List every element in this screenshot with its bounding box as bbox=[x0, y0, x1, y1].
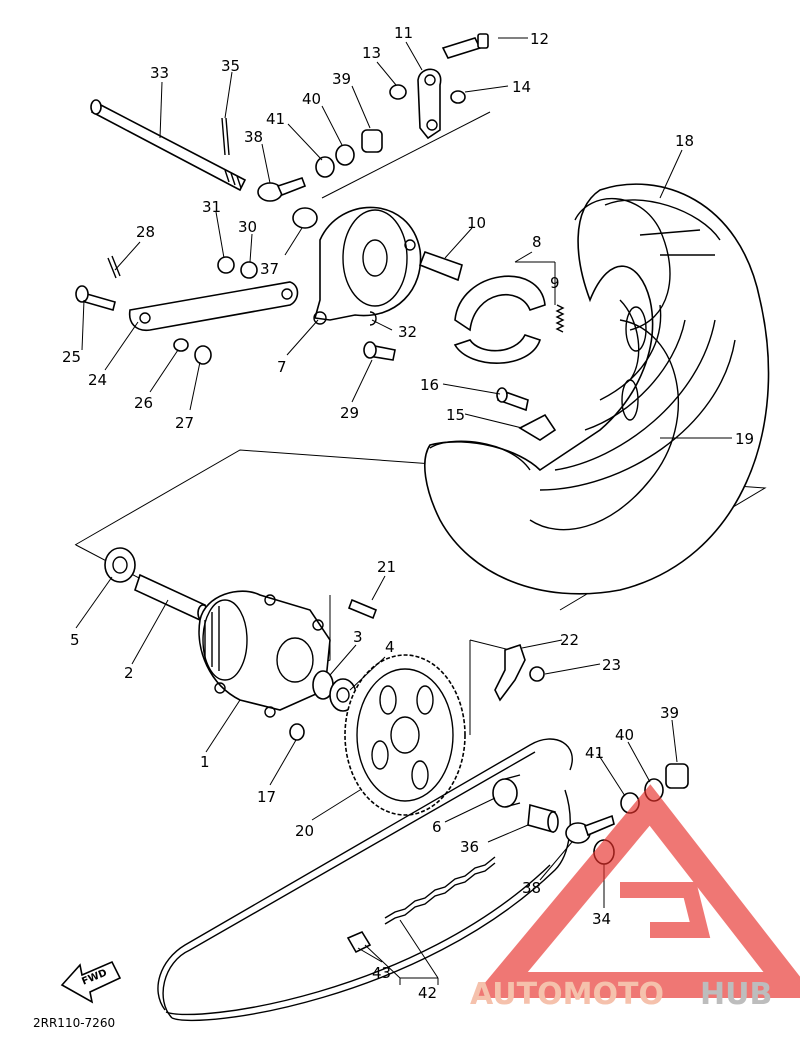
drawing-code: 2RR110-7260 bbox=[33, 1016, 115, 1030]
brake-shoes bbox=[453, 275, 546, 364]
leader-lines bbox=[75, 37, 732, 985]
part-label: 36 bbox=[460, 838, 479, 856]
part-label: 17 bbox=[257, 788, 276, 806]
nut-23 bbox=[529, 666, 545, 682]
part-label: 6 bbox=[432, 818, 442, 836]
part-label: 22 bbox=[560, 631, 579, 649]
part-label: 12 bbox=[530, 30, 549, 48]
part-label: 35 bbox=[221, 57, 240, 75]
axle-spacers-lower bbox=[565, 763, 689, 865]
part-label: 15 bbox=[446, 406, 465, 424]
part-label: 38 bbox=[522, 879, 541, 897]
part-label: 31 bbox=[202, 198, 221, 216]
watermark-logo: AUTOMOTO HUB bbox=[470, 784, 800, 1012]
part-label: 20 bbox=[295, 822, 314, 840]
small-nuts bbox=[389, 84, 466, 104]
part-label: 27 bbox=[175, 414, 194, 432]
bolt-16 bbox=[496, 387, 529, 412]
part-label: 42 bbox=[418, 984, 437, 1002]
part-label: 9 bbox=[550, 274, 560, 292]
spacer-6 bbox=[492, 774, 521, 808]
sprocket-20 bbox=[344, 654, 466, 816]
part-label: 26 bbox=[134, 394, 153, 412]
brand-name-part2: HUB bbox=[700, 977, 772, 1012]
brake-arm bbox=[417, 68, 442, 140]
part-label: 39 bbox=[660, 704, 679, 722]
part-label: 41 bbox=[266, 110, 285, 128]
part-label: 3 bbox=[353, 628, 363, 646]
part-label: 33 bbox=[150, 64, 169, 82]
triangle-logo-icon bbox=[472, 784, 800, 998]
lock-washer-22 bbox=[494, 643, 526, 702]
chain-joint-43 bbox=[346, 930, 372, 954]
part-label: 4 bbox=[385, 638, 395, 656]
nut-17 bbox=[289, 723, 305, 741]
part-label: 25 bbox=[62, 348, 81, 366]
hub-1 bbox=[198, 590, 331, 718]
part-label: 7 bbox=[277, 358, 287, 376]
part-label: 16 bbox=[420, 376, 439, 394]
part-label: 37 bbox=[260, 260, 279, 278]
part-label: 38 bbox=[244, 128, 263, 146]
part-label: 18 bbox=[675, 132, 694, 150]
part-label: 1 bbox=[200, 753, 210, 771]
camshaft bbox=[418, 250, 463, 282]
part-label: 19 bbox=[735, 430, 754, 448]
stud-21 bbox=[347, 598, 378, 620]
part-label: 10 bbox=[467, 214, 486, 232]
part-label: 43 bbox=[372, 964, 391, 982]
part-labels: 1 2 3 4 5 6 7 8 9 10 11 12 13 14 15 16 1… bbox=[62, 24, 754, 1002]
part-label: 14 bbox=[512, 78, 531, 96]
axle-spacers-upper bbox=[257, 129, 383, 202]
part-label: 34 bbox=[592, 910, 611, 928]
part-label: 8 bbox=[532, 233, 542, 251]
bolt-12 bbox=[441, 33, 489, 59]
part-label: 11 bbox=[394, 24, 413, 42]
rear-wheel-tire bbox=[424, 183, 770, 595]
part-label: 21 bbox=[377, 558, 396, 576]
torque-arm bbox=[128, 281, 299, 332]
brand-name-part1: AUTOMOTO bbox=[470, 977, 664, 1012]
part-label: 32 bbox=[398, 323, 417, 341]
nuts-30-31-37 bbox=[217, 207, 318, 279]
part-label: 40 bbox=[302, 90, 321, 108]
part-label: 41 bbox=[585, 744, 604, 762]
cotter-pin-35 bbox=[221, 117, 230, 156]
spring bbox=[555, 304, 565, 333]
part-label: 40 bbox=[615, 726, 634, 744]
spacer-2 bbox=[134, 573, 209, 622]
spacer-36 bbox=[527, 803, 559, 834]
bearing-5 bbox=[104, 547, 136, 583]
part-label: 39 bbox=[332, 70, 351, 88]
part-label: 29 bbox=[340, 404, 359, 422]
forward-arrow: FWD bbox=[60, 960, 122, 1004]
rear-axle bbox=[90, 99, 247, 192]
part-label: 23 bbox=[602, 656, 621, 674]
part-label: 24 bbox=[88, 371, 107, 389]
part-label: 28 bbox=[136, 223, 155, 241]
part-label: 2 bbox=[124, 664, 134, 682]
brake-panel bbox=[313, 206, 422, 325]
drive-chain-42 bbox=[157, 738, 573, 1022]
part-label: 5 bbox=[70, 631, 80, 649]
torque-arm-hardware bbox=[75, 255, 396, 365]
part-label: 13 bbox=[362, 44, 381, 62]
part-label: 30 bbox=[238, 218, 257, 236]
